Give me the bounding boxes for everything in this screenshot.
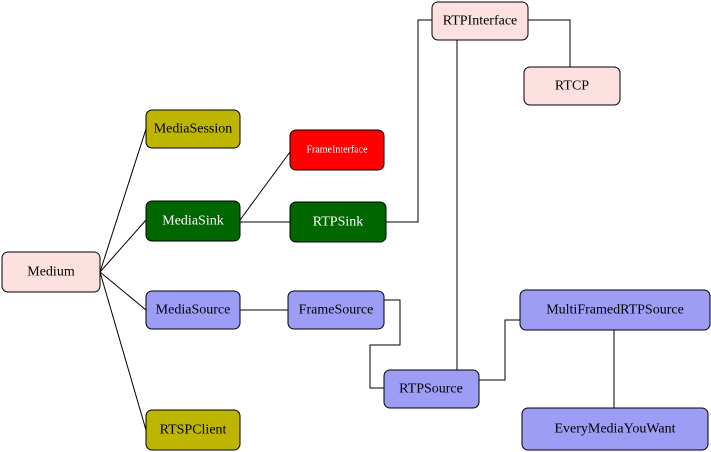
node-frame-interface-label: FrameInterface (306, 145, 368, 156)
node-rtcp[interactable]: RTCP (523, 66, 621, 106)
edge-medium-mediasink (99, 219, 147, 273)
edge-rtpsource-multiframedrtpsource (479, 319, 520, 381)
edge-medium-mediasource (99, 271, 147, 311)
edge-framesource-rtpsource (369, 299, 401, 389)
node-every-media-you-want-label: EveryMediaYouWant (554, 422, 675, 437)
node-rtp-source-label: RTPSource (399, 382, 463, 397)
node-media-source[interactable]: MediaSource (145, 290, 241, 330)
node-rtp-source-box (383, 369, 480, 409)
node-medium[interactable]: Medium (1, 251, 101, 293)
node-rtp-sink[interactable]: RTPSink (289, 201, 387, 243)
node-media-source-label: MediaSource (156, 303, 231, 318)
node-frame-source-box (287, 290, 385, 330)
node-multi-framed-rtp-source-box (519, 289, 711, 331)
node-rtsp-client-label: RTSPClient (160, 423, 227, 438)
node-media-source-box (145, 290, 241, 330)
node-media-session-label: MediaSession (154, 122, 233, 137)
node-multi-framed-rtp-source-label: MultiFramedRTPSource (546, 303, 684, 318)
node-medium-label: Medium (27, 265, 75, 280)
node-rtcp-label: RTCP (555, 79, 589, 94)
node-media-sink[interactable]: MediaSink (145, 200, 241, 242)
node-frame-interface-box (289, 129, 385, 171)
edges (99, 19, 615, 431)
node-rtsp-client[interactable]: RTSPClient (145, 409, 241, 451)
edge-rtpinterface-rtcp (528, 19, 571, 67)
edge-rtpsink-rtpinterface (386, 19, 433, 223)
node-rtp-interface-box (431, 1, 529, 41)
node-every-media-you-want-box (521, 407, 709, 451)
node-multi-framed-rtp-source[interactable]: MultiFramedRTPSource (519, 289, 711, 331)
node-media-sink-label: MediaSink (162, 214, 223, 229)
node-rtp-interface[interactable]: RTPInterface (431, 1, 529, 41)
node-rtp-interface-label: RTPInterface (443, 14, 518, 29)
edge-medium-rtspclient (99, 271, 147, 431)
node-frame-source[interactable]: FrameSource (287, 290, 385, 330)
node-rtp-source[interactable]: RTPSource (383, 369, 480, 409)
node-rtp-sink-box (289, 201, 387, 243)
edge-mediasink-frameinterface (239, 151, 291, 221)
node-media-session-box (145, 109, 241, 149)
node-media-sink-box (145, 200, 241, 242)
edge-medium-mediasession (99, 128, 147, 273)
node-rtp-sink-label: RTPSink (313, 215, 364, 230)
node-medium-box (1, 251, 101, 293)
node-rtsp-client-box (145, 409, 241, 451)
node-rtcp-box (523, 66, 621, 106)
node-frame-interface[interactable]: FrameInterface (289, 129, 385, 171)
node-media-session[interactable]: MediaSession (145, 109, 241, 149)
node-frame-source-label: FrameSource (299, 303, 374, 318)
node-every-media-you-want[interactable]: EveryMediaYouWant (521, 407, 709, 451)
